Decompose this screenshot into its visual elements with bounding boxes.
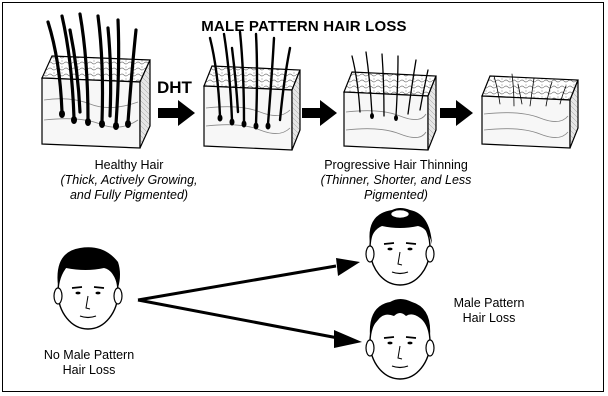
- arrow-1: [158, 100, 195, 126]
- healthy-hair-desc-line1: (Thick, Actively Growing,: [60, 173, 198, 187]
- outcome-arrows: [137, 258, 362, 348]
- healthy-hair-title: Healthy Hair: [94, 158, 164, 172]
- skin-block-healthy: [41, 12, 151, 149]
- diagram-title: MALE PATTERN HAIR LOSS: [201, 18, 407, 35]
- no-hair-loss-caption: No Male Pattern Hair Loss: [34, 348, 144, 378]
- healthy-hair-caption: Healthy Hair (Thick, Actively Growing, a…: [44, 158, 214, 203]
- healthy-hair-desc-line2: and Fully Pigmented): [69, 188, 189, 202]
- arrow-3: [440, 100, 473, 126]
- face-hair-loss-upper: [365, 208, 435, 286]
- thinning-desc-line2: Pigmented): [364, 188, 428, 202]
- thinning-title: Progressive Hair Thinning: [324, 158, 468, 172]
- face-hair-loss-lower: [365, 299, 435, 380]
- figure-border: [2, 2, 604, 392]
- skin-block-stage-3: [343, 51, 437, 151]
- hair-loss-line2: Hair Loss: [462, 311, 516, 325]
- face-no-hair-loss: [53, 247, 123, 330]
- no-hair-loss-line1: No Male Pattern: [43, 348, 135, 362]
- hair-loss-line1: Male Pattern: [453, 296, 525, 310]
- thinning-desc-line1: (Thinner, Shorter, and Less: [320, 173, 472, 187]
- thinning-caption: Progressive Hair Thinning (Thinner, Shor…: [296, 158, 496, 203]
- dht-label: DHT: [157, 78, 192, 97]
- no-hair-loss-line2: Hair Loss: [62, 363, 116, 377]
- skin-block-stage-4: [481, 73, 579, 149]
- hair-loss-caption: Male Pattern Hair Loss: [434, 296, 544, 326]
- skin-block-stage-2: [203, 30, 301, 151]
- arrow-2: [302, 100, 337, 126]
